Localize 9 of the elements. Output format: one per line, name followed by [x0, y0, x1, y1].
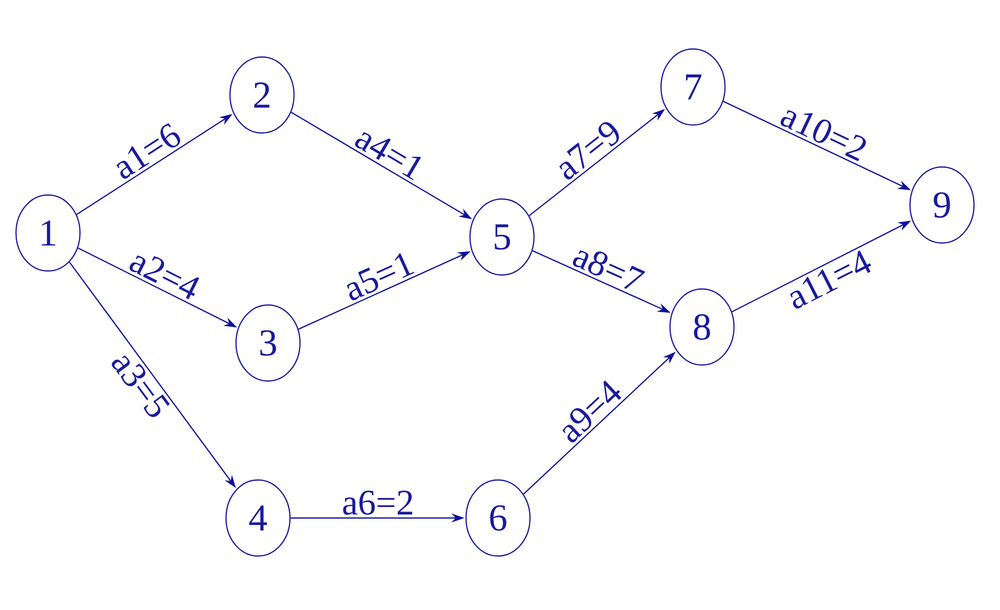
- edge-label: a5=1: [346, 253, 414, 300]
- edge-label: a2=4: [130, 256, 200, 300]
- edge-label: a8=7: [572, 250, 646, 289]
- edge-label: a1=6: [116, 123, 180, 179]
- edge-label: a10=2: [780, 110, 866, 162]
- edge-label: a7=9: [559, 122, 619, 180]
- edge-label: a6=2: [343, 490, 412, 515]
- edge-label: a4=1: [355, 132, 422, 180]
- edge-label: a11=4: [790, 250, 872, 309]
